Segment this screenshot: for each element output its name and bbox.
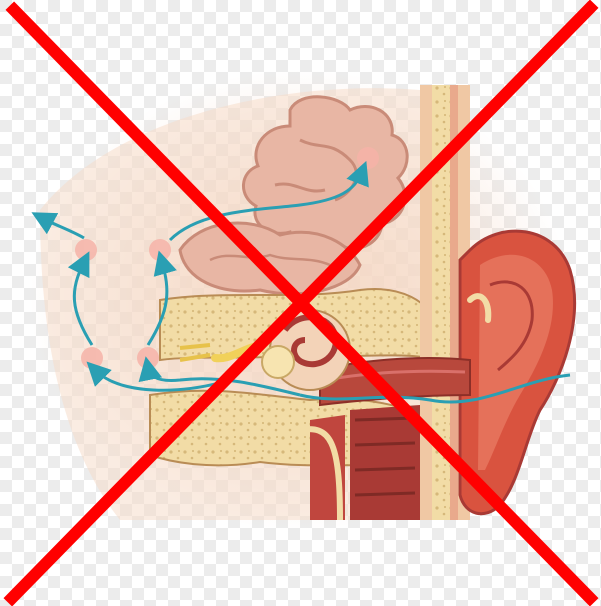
neck-tissue (300, 405, 420, 520)
